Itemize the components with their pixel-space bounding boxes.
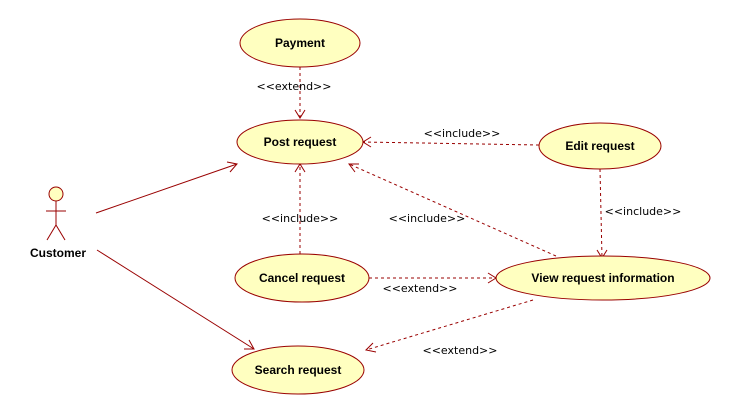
extend-view-search-request — [365, 299, 534, 351]
stereotype-label: <<extend>> — [423, 344, 498, 357]
use-case-payment[interactable]: Payment — [239, 18, 361, 68]
stereotype-label: <<extend>> — [257, 80, 332, 93]
actor-right-leg — [55, 224, 66, 241]
actor-name: Customer — [30, 246, 86, 260]
use-case-label: Edit request — [565, 139, 634, 153]
actor-left-leg — [46, 224, 57, 241]
use-case-ellipse[interactable] — [234, 253, 370, 303]
dependencies: <<extend>> <<include>> <<include>> <<inc… — [257, 67, 682, 357]
association-arrowhead — [226, 161, 238, 173]
use-case-label: Cancel request — [259, 271, 345, 285]
include-edit-post-request — [362, 141, 540, 146]
include-edit-view-request-information — [599, 168, 603, 259]
stereotype-label: <<include>> — [262, 212, 339, 225]
actor-head — [48, 186, 64, 202]
dependency-arrowhead — [348, 163, 359, 173]
dependency-arrowhead — [364, 342, 377, 353]
association-arrowhead — [244, 339, 255, 350]
use-case-ellipse[interactable] — [236, 119, 364, 165]
use-case-cancel-request[interactable]: Cancel request — [234, 253, 370, 303]
use-case-view-request-information[interactable]: View request information — [495, 255, 711, 301]
actor-customer: Customer — [30, 186, 86, 260]
dependency-arrowhead — [294, 109, 306, 119]
use-case-label: Payment — [275, 36, 325, 50]
use-case-edit-request[interactable]: Edit request — [538, 122, 662, 170]
association-customer-search-request — [96, 249, 255, 350]
associations — [95, 161, 255, 350]
stereotype-label: <<include>> — [389, 212, 466, 225]
use-case-label: View request information — [531, 271, 674, 285]
use-case-label: Search request — [255, 363, 342, 377]
stereotype-label: <<include>> — [605, 205, 682, 218]
use-case-ellipse[interactable] — [495, 255, 711, 301]
stereotype-label: <<include>> — [424, 127, 501, 140]
association-customer-post-request — [95, 163, 238, 214]
include-view-post-request — [348, 163, 557, 257]
use-case-label: Post request — [264, 135, 337, 149]
use-case-post-request[interactable]: Post request — [236, 119, 364, 165]
use-case-search-request[interactable]: Search request — [231, 345, 365, 395]
use-case-ellipse[interactable] — [538, 122, 662, 170]
use-case-ellipse[interactable] — [231, 345, 365, 395]
stereotype-label: <<extend>> — [383, 282, 458, 295]
use-case-ellipse[interactable] — [239, 18, 361, 68]
